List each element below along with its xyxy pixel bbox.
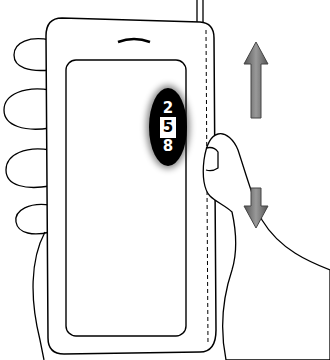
digit: 8 [161, 137, 175, 156]
digit-oval: 258 [149, 88, 187, 166]
slide-arrow [244, 42, 268, 228]
left-hand [4, 39, 50, 360]
right-hand [203, 134, 330, 360]
antenna [197, 0, 203, 24]
selected-digit: 5 [161, 118, 175, 137]
screen [66, 60, 186, 336]
phone-body [46, 18, 216, 354]
earpiece [118, 39, 150, 42]
digit: 2 [161, 99, 175, 118]
